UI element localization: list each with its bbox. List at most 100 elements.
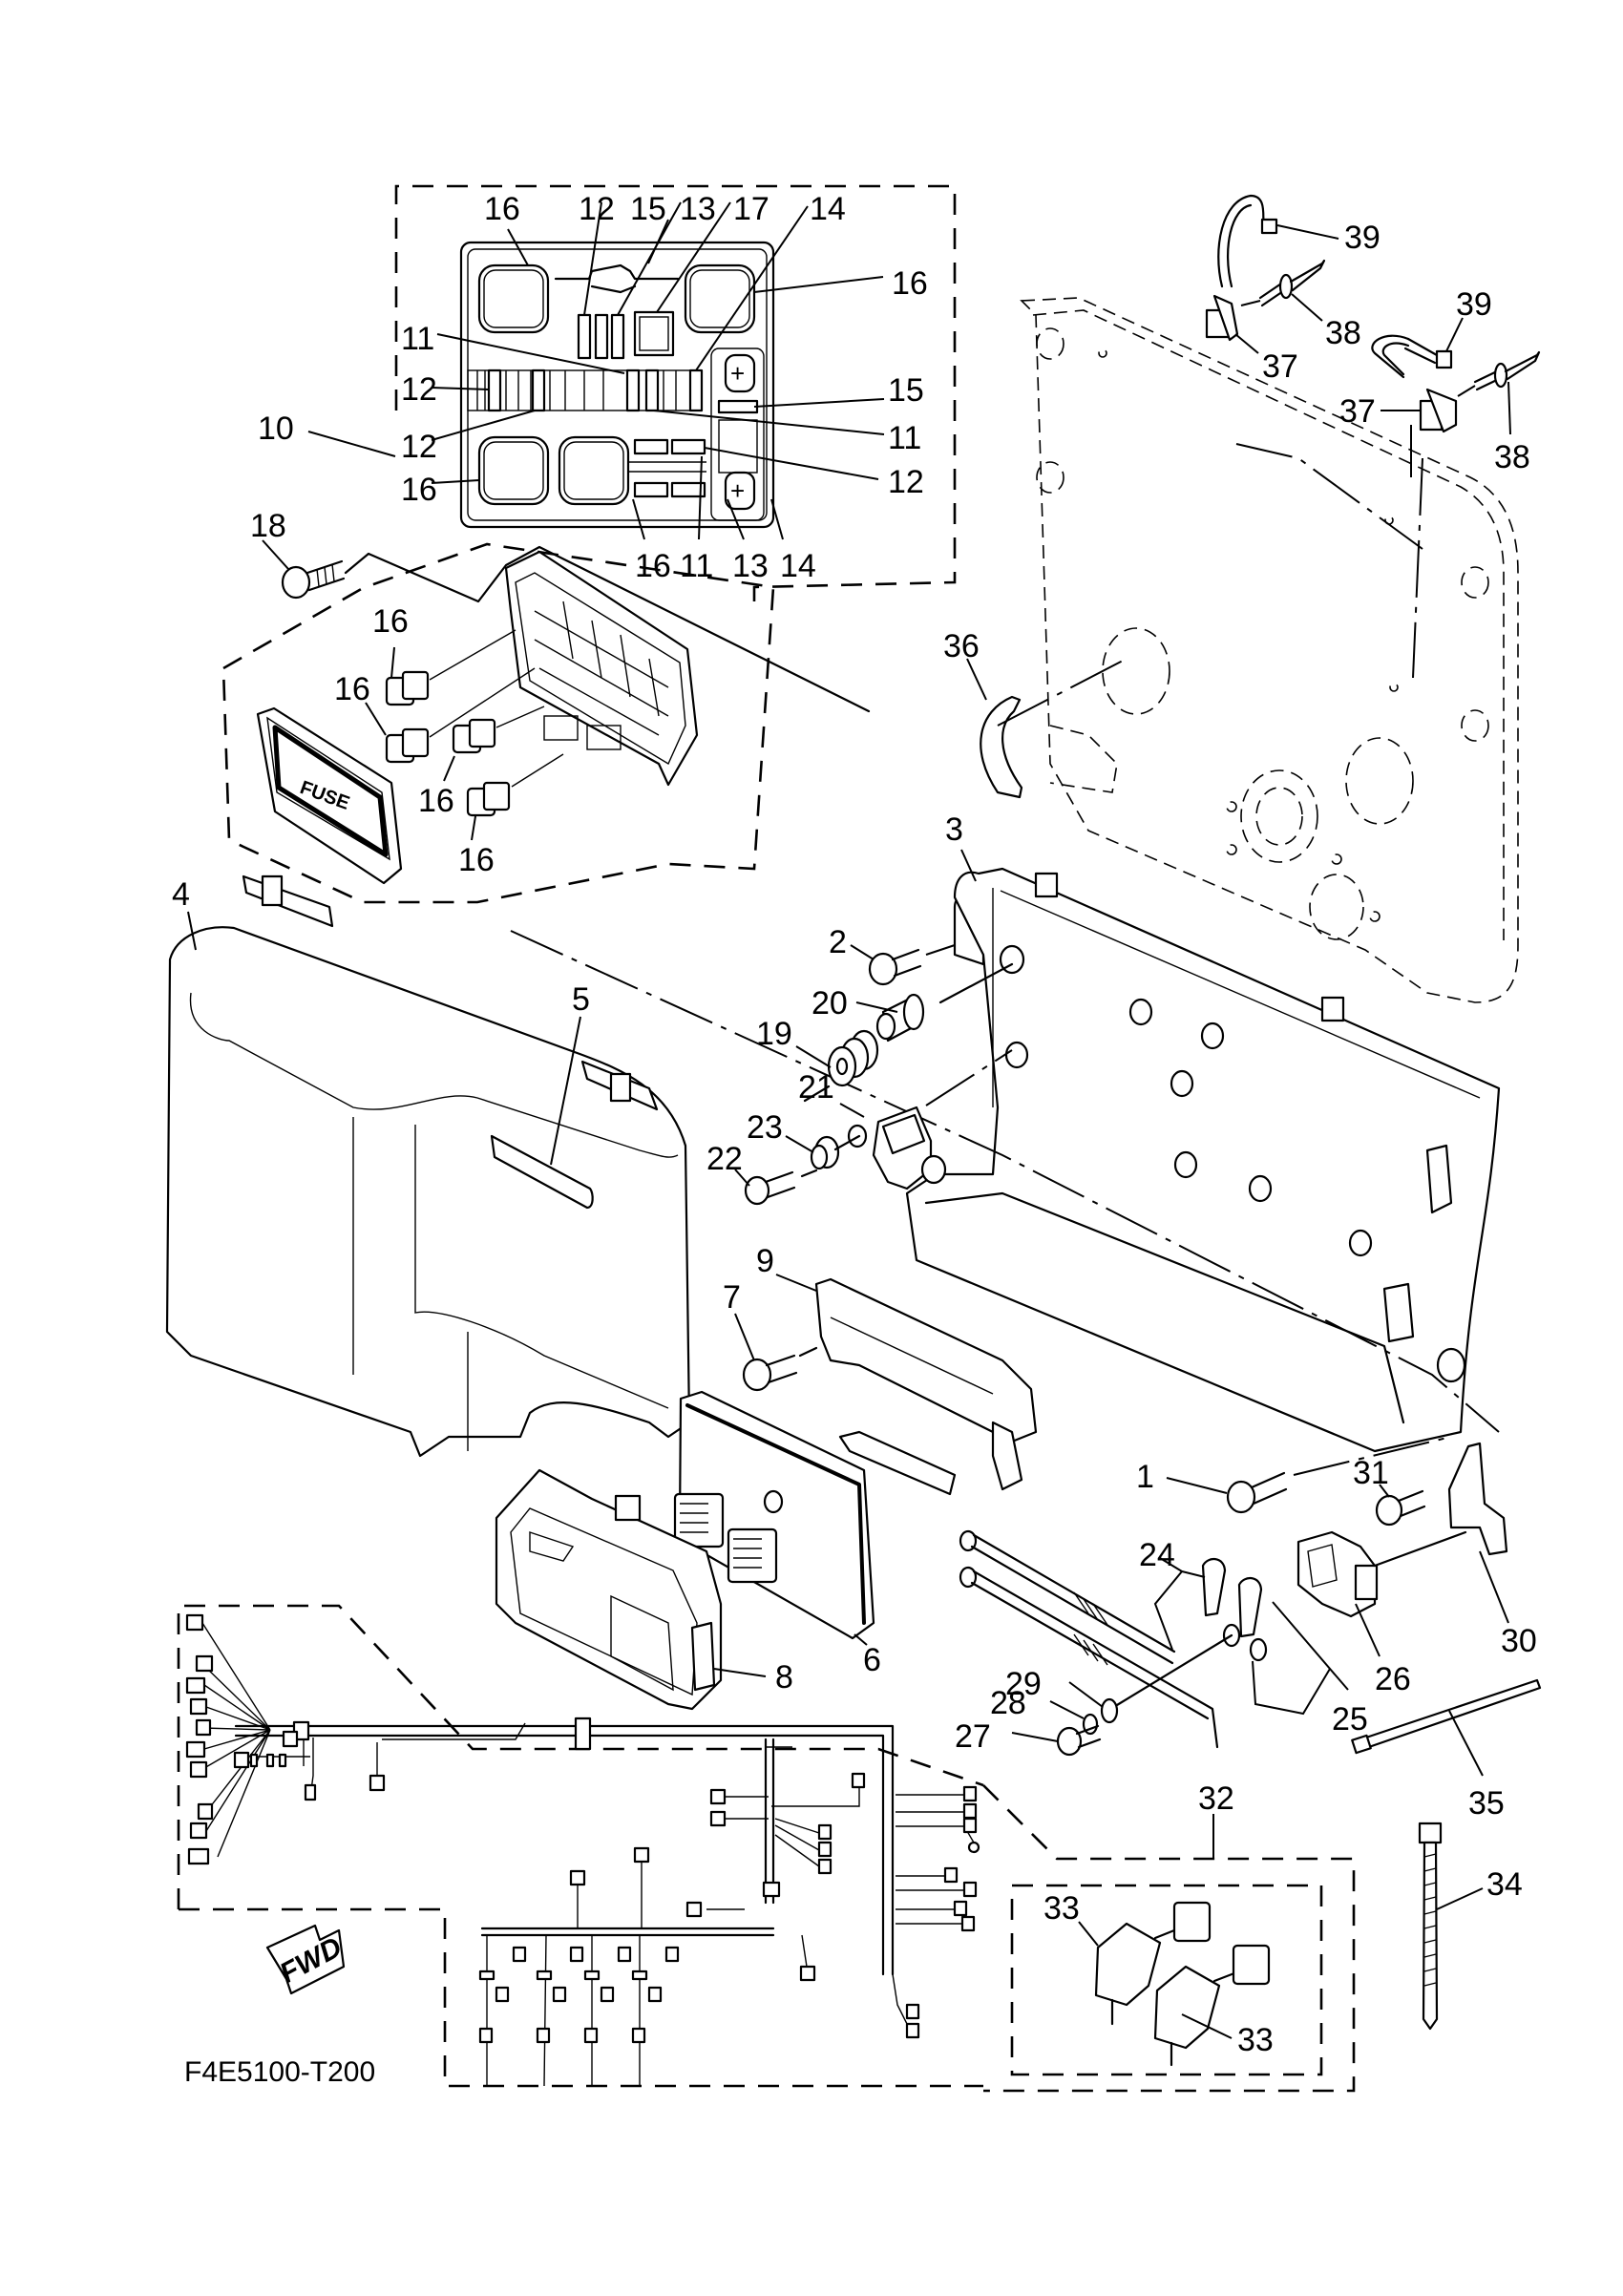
mounting-hardware: 2 20 19 21 [706, 924, 1014, 1206]
relay-26 [1296, 1530, 1379, 1618]
callout-38: 38 [1494, 439, 1530, 475]
svg-text:+: + [730, 359, 745, 388]
callout-34: 34 [1486, 1866, 1523, 1903]
callout-24: 24 [1139, 1537, 1175, 1573]
callout-30: 30 [1501, 1623, 1537, 1659]
rivet-38 [1473, 350, 1541, 391]
ecu-connector [727, 1527, 778, 1584]
callout-16: 16 [372, 603, 409, 640]
callout-18: 18 [250, 508, 286, 544]
relay-socket [684, 263, 756, 334]
callout-19: 19 [756, 1016, 792, 1052]
relay [385, 670, 430, 706]
svg-text:+: + [730, 476, 745, 505]
electrical-box-cover: 4 5 [165, 874, 691, 1458]
fuse-box-top-view: + + [459, 241, 775, 529]
callout-6: 6 [863, 1642, 881, 1678]
harness-connectors-right [892, 1785, 980, 2039]
callout-16: 16 [484, 191, 520, 227]
battery-cable [959, 1529, 1219, 1749]
callout-5: 5 [572, 981, 590, 1018]
bolt-31 [1375, 1489, 1426, 1527]
kit-33-inner-boundary [1010, 1884, 1323, 2076]
callout-16: 16 [458, 842, 495, 878]
terminal-cover-33 [1153, 1944, 1271, 2067]
callout-10: 10 [258, 411, 294, 447]
bolt-22 [744, 1170, 796, 1206]
bolt-1 [1226, 1471, 1288, 1514]
ecu-connector [673, 1492, 725, 1548]
callout-22: 22 [706, 1141, 743, 1177]
callout-16: 16 [418, 783, 454, 819]
terminal-cover-kit-32: 32 33 33 [982, 1780, 1356, 2093]
electrical-box-bracket: 3 [510, 811, 1501, 1453]
relay [452, 718, 496, 754]
bracket-9 [814, 1277, 1038, 1496]
callout-15: 15 [630, 191, 666, 227]
rivet-38 [1258, 259, 1326, 307]
relay-socket [558, 435, 630, 506]
callout-21: 21 [798, 1069, 834, 1106]
connector-on-cover [242, 874, 659, 1111]
harness-clamp [574, 1717, 592, 1751]
callout-33: 33 [1237, 2022, 1274, 2058]
washer-29 [1100, 1697, 1119, 1724]
callout-13: 13 [680, 191, 716, 227]
callout-16: 16 [892, 265, 928, 302]
clamp-37 [1205, 294, 1239, 342]
fuse-box-body [504, 550, 699, 787]
fuse-box-detail-boundary [394, 184, 957, 601]
forward-direction-indicator: FWD [265, 1924, 348, 1995]
callout-26: 26 [1375, 1661, 1411, 1697]
callout-11: 11 [401, 321, 434, 357]
clamp-37 [1419, 388, 1458, 433]
callout-31: 31 [1353, 1455, 1389, 1491]
relay-socket [477, 263, 550, 334]
callout-29: 29 [1005, 1666, 1042, 1702]
cable-tie-39 [1217, 194, 1278, 288]
relay [385, 727, 430, 764]
fuse-box-detail-group: + + 16 12 15 13 17 14 16 11 12 [258, 184, 957, 601]
callout-36: 36 [943, 628, 980, 664]
callout-12: 12 [579, 191, 615, 227]
callout-35: 35 [1468, 1785, 1505, 1822]
callout-13: 13 [732, 548, 769, 584]
callout-8: 8 [775, 1659, 793, 1696]
bolt-7 [742, 1354, 798, 1392]
callout-25: 25 [1332, 1701, 1368, 1738]
callout-7: 7 [723, 1279, 741, 1316]
kit-32-outer-boundary [982, 1784, 1356, 2093]
callout-20: 20 [812, 985, 848, 1022]
callout-14: 14 [810, 191, 846, 227]
callout-28: 28 [990, 1685, 1026, 1721]
callout-12: 12 [888, 464, 924, 500]
harness-connectors-left [185, 1613, 271, 1865]
collar-20 [875, 993, 925, 1043]
callout-12: 12 [401, 371, 437, 408]
cable-clamp-group: 39 38 37 39 37 38 [1205, 194, 1541, 477]
bolt-2 [868, 948, 922, 986]
engine-mounting-panel [1020, 297, 1519, 1003]
battery-cable-group: 31 30 26 24 25 [955, 1442, 1537, 1757]
fuse-row [467, 369, 704, 412]
callout-39: 39 [1344, 220, 1381, 256]
fuse-cover: FUSE [256, 706, 403, 885]
callout-16: 16 [334, 671, 370, 707]
relay [466, 781, 511, 817]
callout-37: 37 [1262, 348, 1298, 385]
callout-37: 37 [1339, 393, 1376, 430]
callout-38: 38 [1325, 315, 1361, 351]
grommet-19 [827, 1029, 879, 1087]
callout-27: 27 [955, 1718, 991, 1755]
callout-11: 11 [680, 548, 713, 584]
collar-23 [810, 1135, 840, 1170]
relay-group-boundary [221, 542, 775, 904]
relay-socket [477, 435, 550, 506]
wire-harness-boundary [177, 1604, 984, 1909]
callout-32: 32 [1198, 1780, 1234, 1817]
bolt-18 [281, 559, 346, 600]
callout-14: 14 [780, 548, 816, 584]
callout-2: 2 [829, 924, 847, 960]
ecu-assembly: 9 7 6 [495, 1243, 1038, 1711]
callout-1: 1 [1136, 1459, 1154, 1495]
